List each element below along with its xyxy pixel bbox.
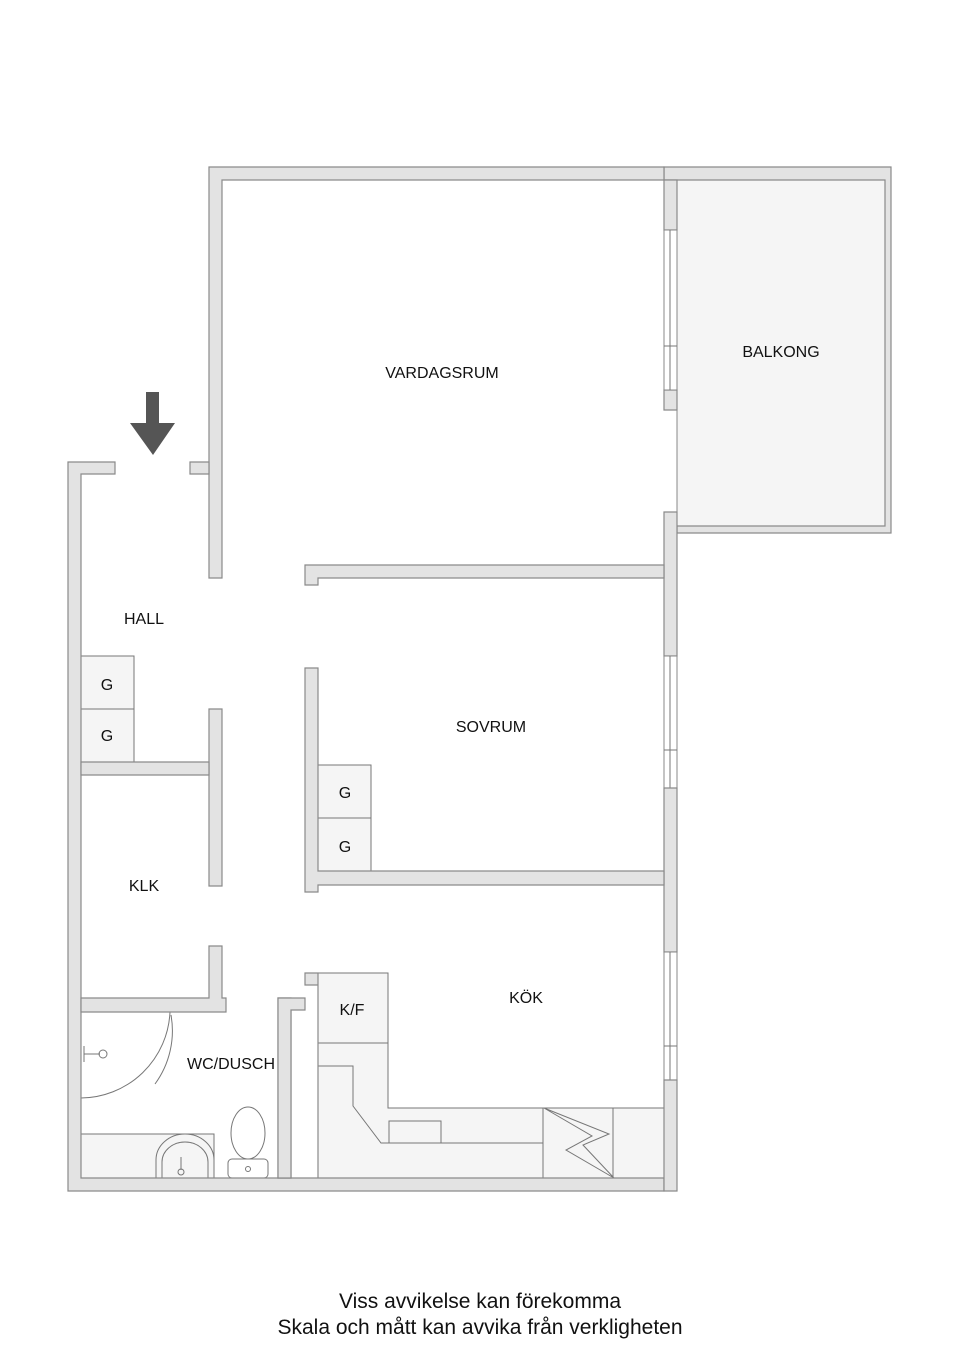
sovrum-wardrobe-2 bbox=[317, 817, 372, 872]
sovrum-wardrobe-1 bbox=[317, 764, 372, 819]
stove bbox=[388, 1120, 442, 1144]
wall-klk-bath bbox=[80, 945, 227, 1013]
sink-basin bbox=[161, 1141, 209, 1178]
wall-living-bedroom bbox=[304, 564, 665, 586]
kitchen-counter bbox=[317, 1042, 665, 1179]
label-klk: KLK bbox=[129, 878, 160, 895]
label-sovrum-wardrobe-1: G bbox=[339, 785, 351, 802]
toilet-icon bbox=[230, 1106, 266, 1160]
label-vardagsrum: VARDAGSRUM bbox=[385, 365, 499, 382]
toilet-tank bbox=[227, 1158, 269, 1179]
label-sovrum-wardrobe-2: G bbox=[339, 839, 351, 856]
label-fridge-freezer: K/F bbox=[340, 1002, 365, 1019]
wall-right-upper-2 bbox=[663, 389, 678, 411]
wall-hall-top-right bbox=[189, 461, 210, 475]
toilet-flush bbox=[245, 1166, 251, 1172]
entrance-arrow-icon bbox=[130, 392, 175, 455]
sink-icon bbox=[155, 1133, 215, 1178]
wall-right-upper bbox=[663, 179, 678, 231]
hall-wardrobe-1 bbox=[80, 655, 135, 710]
label-hall: HALL bbox=[124, 611, 164, 628]
wall-right-bottom bbox=[663, 1079, 678, 1192]
wall-bath-right-cap bbox=[277, 997, 306, 1179]
disclaimer-line-1: Viss avvikelse kan förekomma bbox=[338, 1290, 622, 1313]
shower-head bbox=[98, 1049, 108, 1059]
wall-right-lower bbox=[663, 787, 678, 953]
label-kok: KÖK bbox=[509, 989, 543, 1007]
label-sovrum: SOVRUM bbox=[456, 719, 526, 736]
drain bbox=[177, 1168, 185, 1176]
wall-bedroom-left bbox=[304, 667, 665, 893]
balcony-floor bbox=[676, 179, 886, 527]
wall-living-top bbox=[208, 166, 665, 579]
shower-curtain-arc bbox=[80, 1011, 173, 1099]
shower-head-icon bbox=[83, 1046, 100, 1062]
label-wc-dusch: WC/DUSCH bbox=[187, 1056, 275, 1073]
wall-right-mid bbox=[663, 511, 678, 657]
disclaimer-line-2: Skala och mått kan avvika från verklighe… bbox=[277, 1316, 683, 1339]
label-hall-wardrobe-1: G bbox=[101, 677, 113, 694]
hall-wardrobe-2 bbox=[80, 708, 135, 763]
wall-hall-right bbox=[208, 708, 223, 887]
bathroom-cabinet bbox=[80, 1133, 215, 1179]
label-balkong: BALKONG bbox=[742, 344, 819, 361]
label-hall-wardrobe-2: G bbox=[101, 728, 113, 745]
wall-hall-klk bbox=[80, 761, 210, 776]
